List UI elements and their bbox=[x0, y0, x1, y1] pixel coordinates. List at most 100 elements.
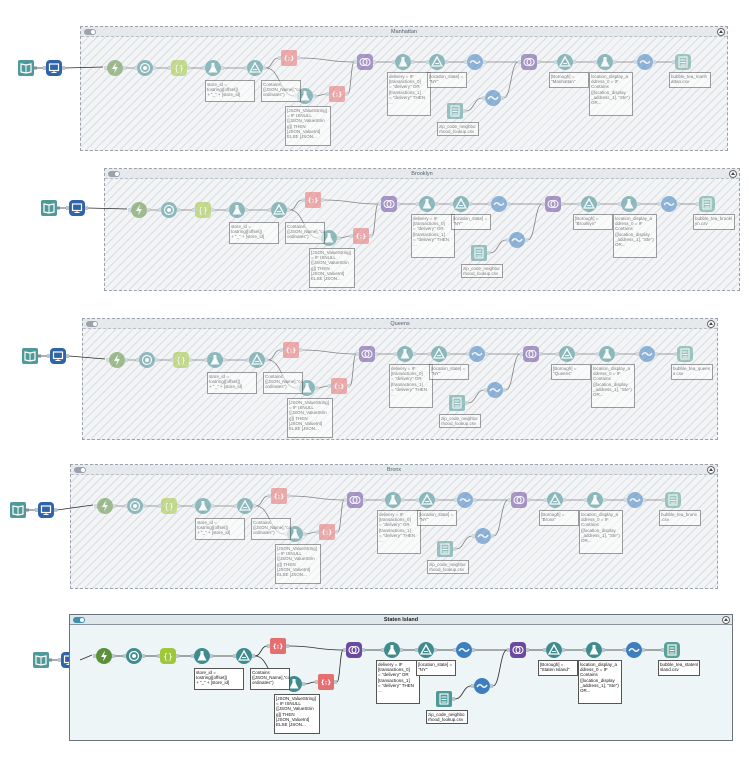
zip-lookup-input-tool[interactable] bbox=[437, 541, 456, 557]
formula-json-value-tool[interactable] bbox=[294, 88, 316, 104]
json-parse-top-tool[interactable]: {:} bbox=[268, 488, 290, 504]
union-final-tool[interactable] bbox=[634, 54, 656, 70]
container-collapse-icon[interactable] bbox=[729, 170, 737, 178]
filter-state-tool[interactable] bbox=[426, 54, 448, 70]
annotation-state[interactable]: [location_state] = "NY" bbox=[427, 72, 467, 88]
filter-state-tool[interactable] bbox=[415, 642, 437, 658]
union-top-tool[interactable] bbox=[464, 54, 486, 70]
formula-store-id-tool[interactable] bbox=[192, 498, 214, 514]
json-build-tool[interactable]: {} bbox=[192, 202, 214, 218]
formula-store-id-tool[interactable] bbox=[204, 352, 226, 368]
union-top-tool[interactable] bbox=[488, 196, 510, 212]
annotation-filter-contains[interactable]: Contains ([JSON_Name],"co ordinates") bbox=[261, 80, 301, 102]
output-csv-tool[interactable] bbox=[661, 642, 680, 658]
json-parse-top-tool[interactable]: {:} bbox=[267, 638, 289, 654]
container-enable-toggle[interactable] bbox=[84, 29, 96, 35]
union-bottom-tool[interactable] bbox=[482, 90, 504, 106]
join-borough-tool[interactable] bbox=[508, 492, 530, 508]
json-build-tool[interactable]: {} bbox=[158, 498, 180, 514]
filter-borough-tool[interactable] bbox=[578, 196, 600, 212]
json-parse-bottom-tool[interactable]: {:} bbox=[350, 228, 372, 244]
container-enable-toggle[interactable] bbox=[73, 617, 85, 623]
sample-tool[interactable] bbox=[158, 202, 180, 218]
annotation-store-id[interactable]: store_id = tostring([offset]) + "_" + [s… bbox=[229, 222, 279, 244]
annotation-zip-lookup[interactable]: zip_code_neighbo rhood_lookup.csv bbox=[439, 414, 481, 428]
annotation-output-file[interactable]: bubble_tea_brookl yn.csv bbox=[693, 214, 735, 230]
annotation-filter-contains[interactable]: Contains ([JSON_Name],"co ordinates") bbox=[250, 668, 290, 690]
json-parse-top-tool[interactable]: {:} bbox=[280, 342, 302, 358]
tool-container[interactable]: Brooklyn{}{:}{:}store_id = tostring([off… bbox=[104, 168, 740, 291]
annotation-delivery[interactable]: delivery = IF [transactions_0] = "delive… bbox=[389, 364, 433, 408]
annotation-delivery[interactable]: delivery = IF [transactions_0] = "delive… bbox=[411, 214, 455, 258]
annotation-output-file[interactable]: bubble_tea_manh attan.csv bbox=[669, 72, 711, 88]
formula-delivery-tool[interactable] bbox=[382, 492, 404, 508]
sample-tool[interactable] bbox=[124, 498, 146, 514]
json-parse-bottom-tool[interactable]: {:} bbox=[315, 674, 337, 690]
union-final-tool[interactable] bbox=[623, 642, 645, 658]
formula-location-tool[interactable] bbox=[584, 492, 606, 508]
union-top-tool[interactable] bbox=[454, 492, 476, 508]
output-csv-tool[interactable] bbox=[696, 196, 715, 212]
annotation-zip-lookup[interactable]: zip_code_neighbo rhood_lookup.csv bbox=[461, 264, 503, 278]
formula-location-tool[interactable] bbox=[618, 196, 640, 212]
output-csv-tool[interactable] bbox=[662, 492, 681, 508]
annotation-delivery[interactable]: delivery = IF [transactions_0] = "delive… bbox=[387, 72, 431, 116]
zip-lookup-input-tool[interactable] bbox=[471, 245, 490, 261]
formula-location-tool[interactable] bbox=[596, 346, 618, 362]
annotation-output-file[interactable]: bubble_tea_bronx .csv bbox=[659, 510, 701, 526]
annotation-location[interactable]: location_display_a ddress_0 = IF Contain… bbox=[578, 660, 622, 704]
annotation-state[interactable]: [location_state] = "NY" bbox=[429, 364, 469, 380]
annotation-store-id[interactable]: store_id = tostring([offset]) + "_" + [s… bbox=[194, 668, 244, 690]
annotation-state[interactable]: [location_state] = "NY" bbox=[417, 510, 457, 526]
annotation-delivery[interactable]: delivery = IF [transactions_0] = "delive… bbox=[377, 510, 421, 554]
tool-container[interactable]: Manhattan{}{:}{:}store_id = tostring([of… bbox=[80, 26, 728, 151]
container-enable-toggle[interactable] bbox=[108, 171, 120, 177]
annotation-json-value[interactable]: [JSON_ValueString] = IF ISNULL ([JSON_Va… bbox=[275, 544, 321, 584]
tool-container[interactable]: Bronx{}{:}{:}store_id = tostring([offset… bbox=[70, 464, 718, 589]
annotation-filter-contains[interactable]: Contains ([JSON_Name],"co ordinates") bbox=[251, 518, 291, 540]
tool-container[interactable]: Staten Island{}{:}{:}store_id = tostring… bbox=[69, 614, 733, 741]
join-tool[interactable] bbox=[344, 492, 366, 508]
annotation-borough[interactable]: [Borough] = "Staten Island" bbox=[538, 660, 578, 676]
annotation-json-value[interactable]: [JSON_ValueString] = IF ISNULL ([JSON_Va… bbox=[285, 106, 331, 146]
annotation-state[interactable]: [location_state] = "NY" bbox=[416, 660, 456, 676]
formula-location-tool[interactable] bbox=[583, 642, 605, 658]
formula-bolt-tool[interactable] bbox=[94, 498, 116, 514]
join-borough-tool[interactable] bbox=[542, 196, 564, 212]
annotation-zip-lookup[interactable]: zip_code_neighbo rhood_lookup.csv bbox=[427, 560, 469, 574]
formula-bolt-tool[interactable] bbox=[93, 648, 115, 664]
filter-borough-tool[interactable] bbox=[554, 54, 576, 70]
formula-store-id-tool[interactable] bbox=[226, 202, 248, 218]
output-csv-tool[interactable] bbox=[672, 54, 691, 70]
container-collapse-icon[interactable] bbox=[707, 320, 715, 328]
formula-delivery-tool[interactable] bbox=[394, 346, 416, 362]
annotation-location[interactable]: location_display_a ddress_0 = IF Contain… bbox=[613, 214, 657, 258]
dynamic-input-tool[interactable] bbox=[66, 200, 88, 216]
union-final-tool[interactable] bbox=[636, 346, 658, 362]
json-parse-bottom-tool[interactable]: {:} bbox=[326, 86, 348, 102]
annotation-borough[interactable]: [Borough] = "Bronx" bbox=[539, 510, 579, 526]
sample-tool[interactable] bbox=[123, 648, 145, 664]
container-collapse-icon[interactable] bbox=[707, 466, 715, 474]
annotation-json-value[interactable]: [JSON_ValueString] = IF ISNULL ([JSON_Va… bbox=[287, 398, 333, 438]
formula-store-id-tool[interactable] bbox=[202, 60, 224, 76]
join-tool[interactable] bbox=[354, 54, 376, 70]
json-build-tool[interactable]: {} bbox=[170, 352, 192, 368]
union-final-tool[interactable] bbox=[658, 196, 680, 212]
output-csv-tool[interactable] bbox=[674, 346, 693, 362]
union-final-tool[interactable] bbox=[624, 492, 646, 508]
annotation-store-id[interactable]: store_id = tostring([offset]) + "_" + [s… bbox=[207, 372, 257, 394]
union-bottom-tool[interactable] bbox=[484, 382, 506, 398]
union-bottom-tool[interactable] bbox=[471, 678, 493, 694]
json-parse-top-tool[interactable]: {:} bbox=[302, 192, 324, 208]
json-parse-top-tool[interactable]: {:} bbox=[278, 50, 300, 66]
filter-contains-tool[interactable] bbox=[244, 60, 266, 76]
container-enable-toggle[interactable] bbox=[74, 467, 86, 473]
join-tool[interactable] bbox=[356, 346, 378, 362]
annotation-location[interactable]: location_display_a ddress_0 = IF Contain… bbox=[591, 364, 635, 408]
zip-lookup-input-tool[interactable] bbox=[449, 395, 468, 411]
formula-delivery-tool[interactable] bbox=[392, 54, 414, 70]
join-tool[interactable] bbox=[343, 642, 365, 658]
formula-bolt-tool[interactable] bbox=[106, 352, 128, 368]
annotation-json-value[interactable]: [JSON_ValueString] = IF ISNULL ([JSON_Va… bbox=[274, 694, 320, 734]
